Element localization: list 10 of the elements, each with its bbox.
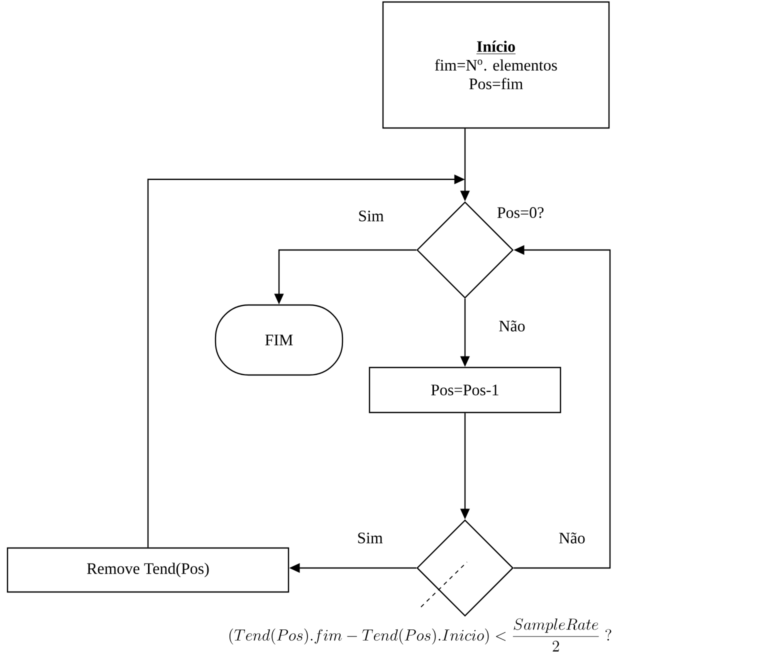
condition-formula: $(Tend(Pos).fim-Tend(Pos).Inicio)<\frac{SampleRate}{2}\ ?$ — [229, 618, 612, 652]
terminal-box: FIM — [214, 304, 344, 376]
process-box: Pos=Pos-1 — [368, 366, 562, 414]
edge-label: Não — [557, 531, 587, 545]
edge-label: Não — [497, 319, 527, 333]
edge-label: Sim — [356, 531, 384, 545]
start-box: Início fim=N$^{o}$. elementos Pos=fim — [382, 1, 610, 129]
edge-label: Sim — [356, 209, 386, 223]
condition-text: Pos=0? — [497, 207, 544, 218]
process-box: Remove Tend(Pos) — [6, 547, 290, 593]
